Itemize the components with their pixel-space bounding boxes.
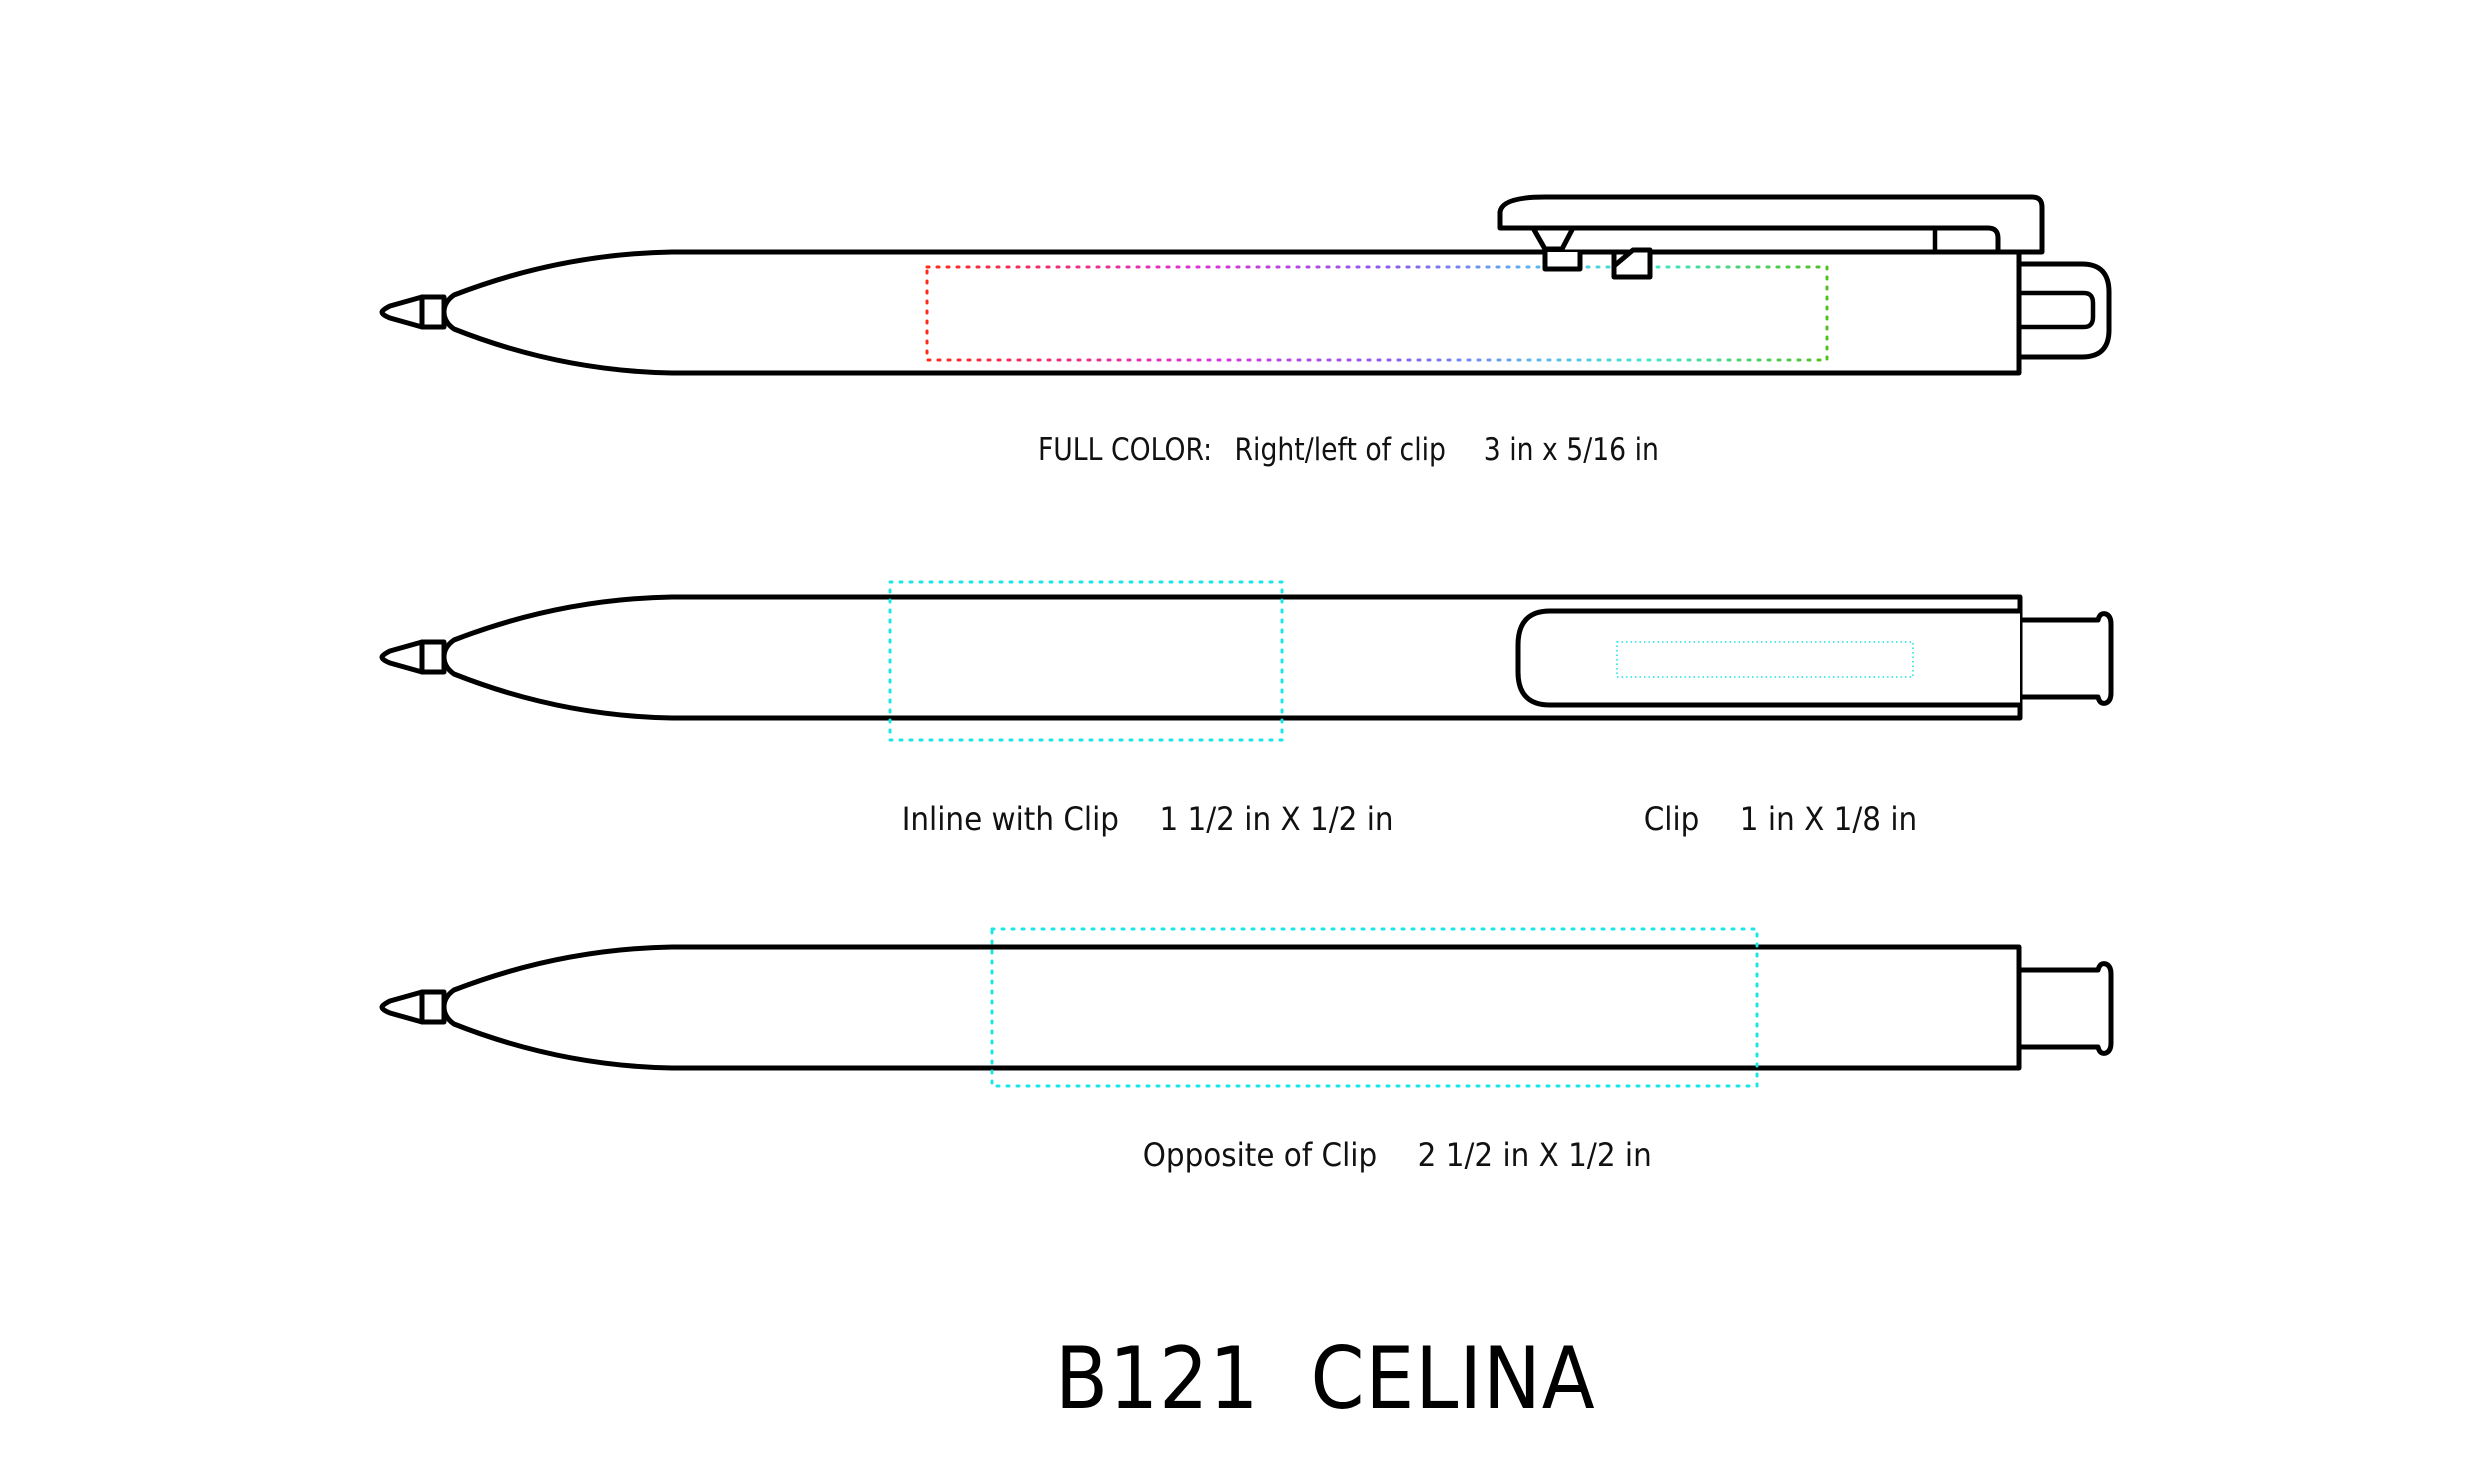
imprint-label-full-color: FULL COLOR: Right/left of clip 3 in x 5/16… <box>1021 404 1659 466</box>
imprint-label-inline-with-clip: Inline with Clip 1 1/2 in X 1/2 in <box>883 771 1394 835</box>
imprint-size: 1 1/2 in X 1/2 in <box>1159 800 1394 838</box>
imprint-location: Opposite of Clip <box>1142 1136 1378 1174</box>
pen-tip <box>379 294 425 330</box>
imprint-area-full-color <box>925 265 1829 362</box>
product-name: CELINA <box>1310 1329 1596 1429</box>
pen-front-view <box>379 580 2114 742</box>
plunger-inner <box>2019 290 2096 330</box>
title-gap <box>1259 1329 1310 1429</box>
plunger-loop <box>2016 261 2112 360</box>
method-separator: : <box>1203 432 1213 468</box>
body-notch-slanted <box>1611 247 1653 280</box>
clip-tooth <box>1530 225 1576 252</box>
plunger <box>2016 611 2114 706</box>
imprint-location: Right/left of clip <box>1234 432 1446 468</box>
nib-collar <box>419 294 447 330</box>
imprint-area-opposite-of-clip <box>990 927 1759 1088</box>
body-notch-square <box>1542 249 1583 272</box>
imprint-label-clip: Clip 1 in X 1/8 in <box>1625 771 1917 835</box>
plunger <box>2016 961 2114 1056</box>
imprint-size: 1 in X 1/8 in <box>1739 800 1918 838</box>
imprint-location: Inline with Clip <box>901 800 1119 838</box>
nib-collar <box>419 989 447 1025</box>
imprint-size: 3 in x 5/16 in <box>1483 432 1659 468</box>
clip <box>1515 608 2023 708</box>
pen-tip <box>379 989 425 1025</box>
pen-tip <box>379 639 425 675</box>
imprint-method: FULL COLOR <box>1037 432 1204 468</box>
pen-side-view <box>379 194 2112 376</box>
product-title: B121 CELINA <box>1004 1250 1596 1422</box>
nib-collar <box>419 639 447 675</box>
clip <box>1497 194 2045 255</box>
imprint-area-inline-with-clip <box>888 580 1284 742</box>
imprint-label-opposite-of-clip: Opposite of Clip 2 1/2 in X 1/2 in <box>1124 1107 1652 1171</box>
pen-body <box>441 249 2022 376</box>
imprint-location: Clip <box>1643 800 1700 838</box>
pen-body <box>441 944 2022 1071</box>
product-code: B121 <box>1055 1329 1260 1429</box>
pen-back-view <box>379 927 2114 1088</box>
imprint-area-clip <box>1616 641 1914 678</box>
imprint-size: 2 1/2 in X 1/2 in <box>1417 1136 1652 1174</box>
